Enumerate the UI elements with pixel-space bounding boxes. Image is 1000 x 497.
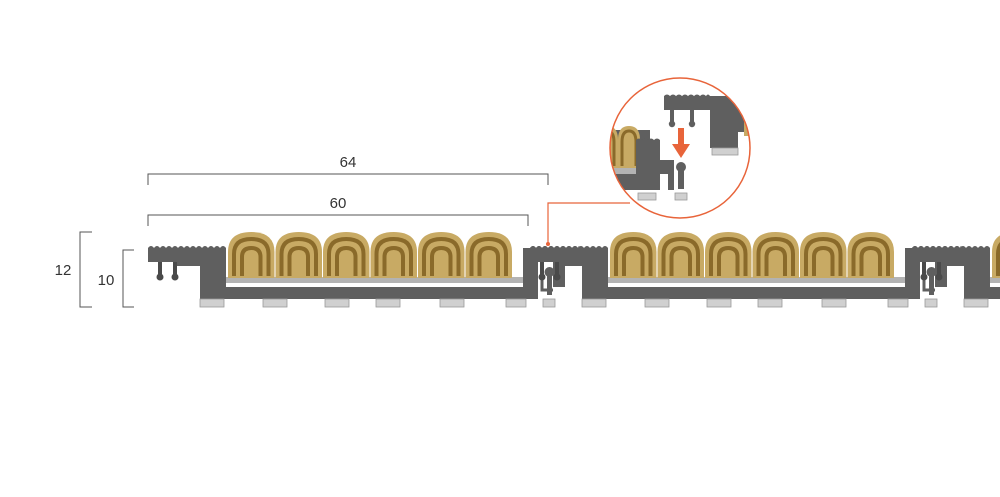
callout-leader [546, 202, 630, 246]
rubber-pad [757, 298, 783, 308]
profile-tray [200, 248, 530, 299]
rubber-pad [887, 298, 909, 308]
profile-left-head [912, 246, 990, 266]
zoom-carpet-fiber [620, 129, 638, 166]
down-arrow-icon [678, 128, 684, 144]
rubber-pad [581, 298, 607, 308]
carpet-fiber-outer [756, 236, 795, 276]
dim-line-12 [79, 231, 92, 308]
down-arrow-icon-head [672, 144, 690, 158]
zoom-keyhole-stem [670, 110, 674, 122]
carpet-fiber-inner [287, 245, 310, 276]
zoom-top-carpet [744, 108, 750, 136]
zoom-rubber-pad [637, 192, 657, 201]
zoom-keyhole-knob [668, 120, 676, 128]
zoom-keyhole-stem [690, 110, 694, 122]
carpet-fiber-inner [240, 245, 263, 276]
connector-knob [544, 267, 555, 277]
keyhole-knob [935, 273, 943, 281]
keyhole-stem [922, 262, 926, 275]
rubber-pad [262, 298, 288, 308]
zoom-top-piece [664, 94, 710, 110]
rubber-pad [505, 298, 527, 308]
keyhole-stem [540, 262, 544, 275]
insert-base [990, 277, 1000, 283]
zoom-keyhole-knob [688, 120, 696, 128]
rubber-pad [324, 298, 350, 308]
zoom-callout [609, 77, 751, 219]
dim-label-12: 12 [55, 262, 72, 279]
keyhole-stem [555, 262, 559, 275]
carpet-fiber-outer [661, 236, 700, 276]
carpet-fiber-outer [232, 236, 271, 276]
zoom-carpet-fiber [610, 129, 616, 166]
insert-base [226, 277, 523, 283]
carpet-fiber-inner [622, 245, 645, 276]
keyhole-knob [171, 273, 179, 281]
rubber-pad [375, 298, 401, 308]
zoom-rubber-pad [711, 147, 739, 156]
rubber-pad [924, 298, 938, 308]
dim-line-10 [122, 249, 134, 308]
keyhole-knob [538, 273, 546, 281]
mat-profile-strip [148, 232, 1000, 308]
carpet-fiber-inner [717, 245, 740, 276]
dim-line-64 [147, 173, 549, 185]
dim-line-60 [147, 214, 529, 226]
rubber-pad [199, 298, 225, 308]
zoom-left-connector [636, 138, 660, 190]
zoom-rubber-pad [674, 192, 688, 201]
connector-stem [547, 270, 552, 295]
insert-base [608, 277, 905, 283]
zoom-knob-stem [678, 167, 684, 189]
carpet-fiber-outer [851, 236, 890, 276]
carpet-fiber-inner [764, 245, 787, 276]
dimension-lines [79, 173, 549, 308]
keyhole-stem [937, 262, 941, 275]
dim-label-10: 10 [98, 272, 115, 289]
carpet-fiber-inner [430, 245, 453, 276]
connector-stem [929, 270, 934, 295]
carpet-fiber-inner [477, 245, 500, 276]
carpet-fiber-outer [279, 236, 318, 276]
keyhole-stem [173, 262, 177, 275]
keyhole-knob [553, 273, 561, 281]
carpet-fiber-outer [709, 236, 748, 276]
rubber-pad [963, 298, 989, 308]
zoom-top-body [710, 96, 738, 148]
profile-left-head [148, 246, 226, 266]
zoom-slot [660, 174, 668, 190]
zoom-insert-base [610, 168, 636, 174]
carpet-fiber-inner [812, 245, 835, 276]
keyhole-knob [156, 273, 164, 281]
profile-tray [582, 248, 912, 299]
rubber-pad [439, 298, 465, 308]
carpet-fiber-outer [374, 236, 413, 276]
carpet-fiber-inner [669, 245, 692, 276]
carpet-fiber-outer [422, 236, 461, 276]
carpet-fiber-outer [327, 236, 366, 276]
dim-label-60: 60 [330, 195, 347, 212]
carpet-fiber-inner [335, 245, 358, 276]
carpet-fiber-outer [996, 242, 1000, 276]
connector-knob [926, 267, 937, 277]
dim-label-64: 64 [340, 154, 357, 171]
rubber-pad [644, 298, 670, 308]
keyhole-stem [158, 262, 162, 275]
carpet-fiber-outer [614, 236, 653, 276]
carpet-fiber-inner [382, 245, 405, 276]
profile-left-head [530, 246, 608, 266]
carpet-fiber-outer [804, 236, 843, 276]
carpet-fiber-inner [859, 245, 882, 276]
carpet-fiber-outer [469, 236, 508, 276]
keyhole-knob [920, 273, 928, 281]
rubber-pad [542, 298, 556, 308]
rubber-pad [821, 298, 847, 308]
rubber-pad [706, 298, 732, 308]
